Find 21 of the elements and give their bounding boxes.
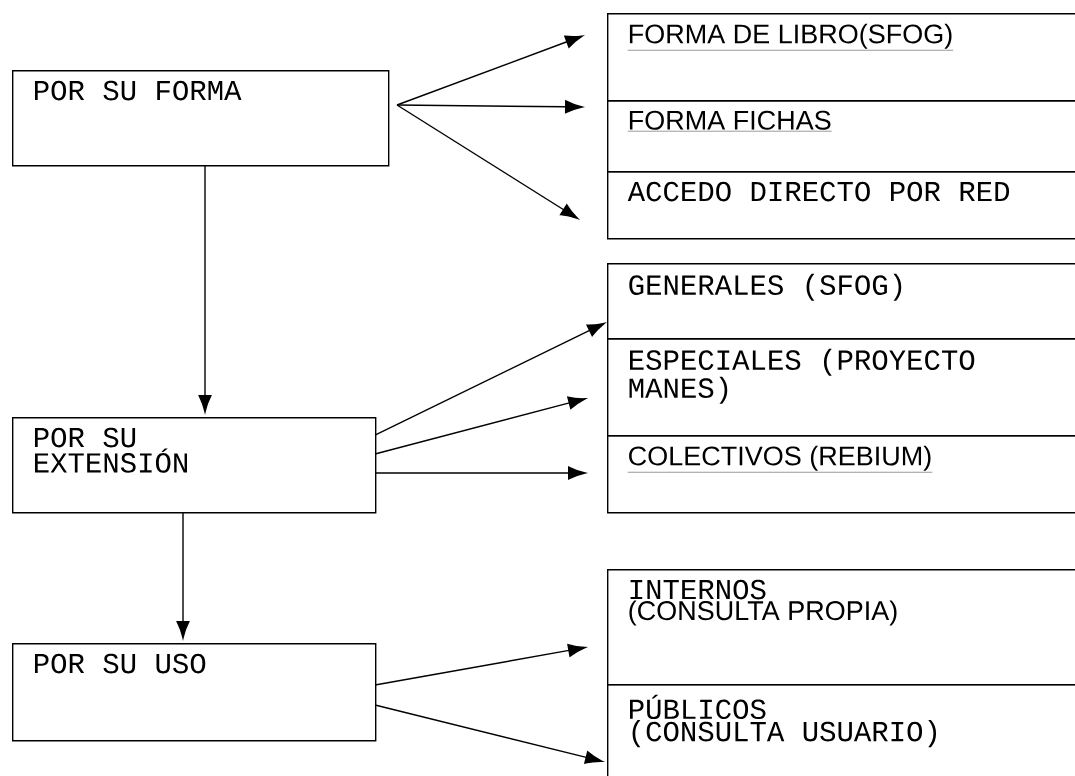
subcategory-box: FORMA DE LIBRO(SFOG) bbox=[607, 13, 1075, 102]
subcategory-box: PÚBLICOS (CONSULTA USUARIO) bbox=[607, 684, 1075, 776]
arrow bbox=[374, 643, 586, 686]
arrow bbox=[374, 396, 586, 455]
subcategory-box: GENERALES (SFOG) bbox=[607, 263, 1075, 340]
category-box: POR SU FORMA bbox=[12, 70, 390, 167]
arrow bbox=[374, 466, 586, 480]
arrow bbox=[374, 322, 605, 436]
subcategory-box: ESPECIALES (PROYECTO MANES) bbox=[607, 338, 1075, 437]
subcategory-box: COLECTIVOS (REBIUM) bbox=[607, 435, 1075, 514]
subcategory-box: INTERNOS (CONSULTA PROPIA) bbox=[607, 569, 1075, 686]
arrow bbox=[176, 511, 190, 639]
arrow bbox=[396, 100, 583, 114]
arrow bbox=[374, 704, 603, 764]
subcategory-box: FORMA FICHAS bbox=[607, 100, 1075, 173]
arrow bbox=[396, 35, 583, 106]
category-box: POR SU EXTENSIÓN bbox=[12, 417, 377, 514]
category-box: POR SU USO bbox=[12, 643, 377, 742]
arrow bbox=[396, 104, 579, 220]
arrow bbox=[198, 164, 212, 413]
subcategory-box: ACCEDO DIRECTO POR RED bbox=[607, 171, 1075, 240]
